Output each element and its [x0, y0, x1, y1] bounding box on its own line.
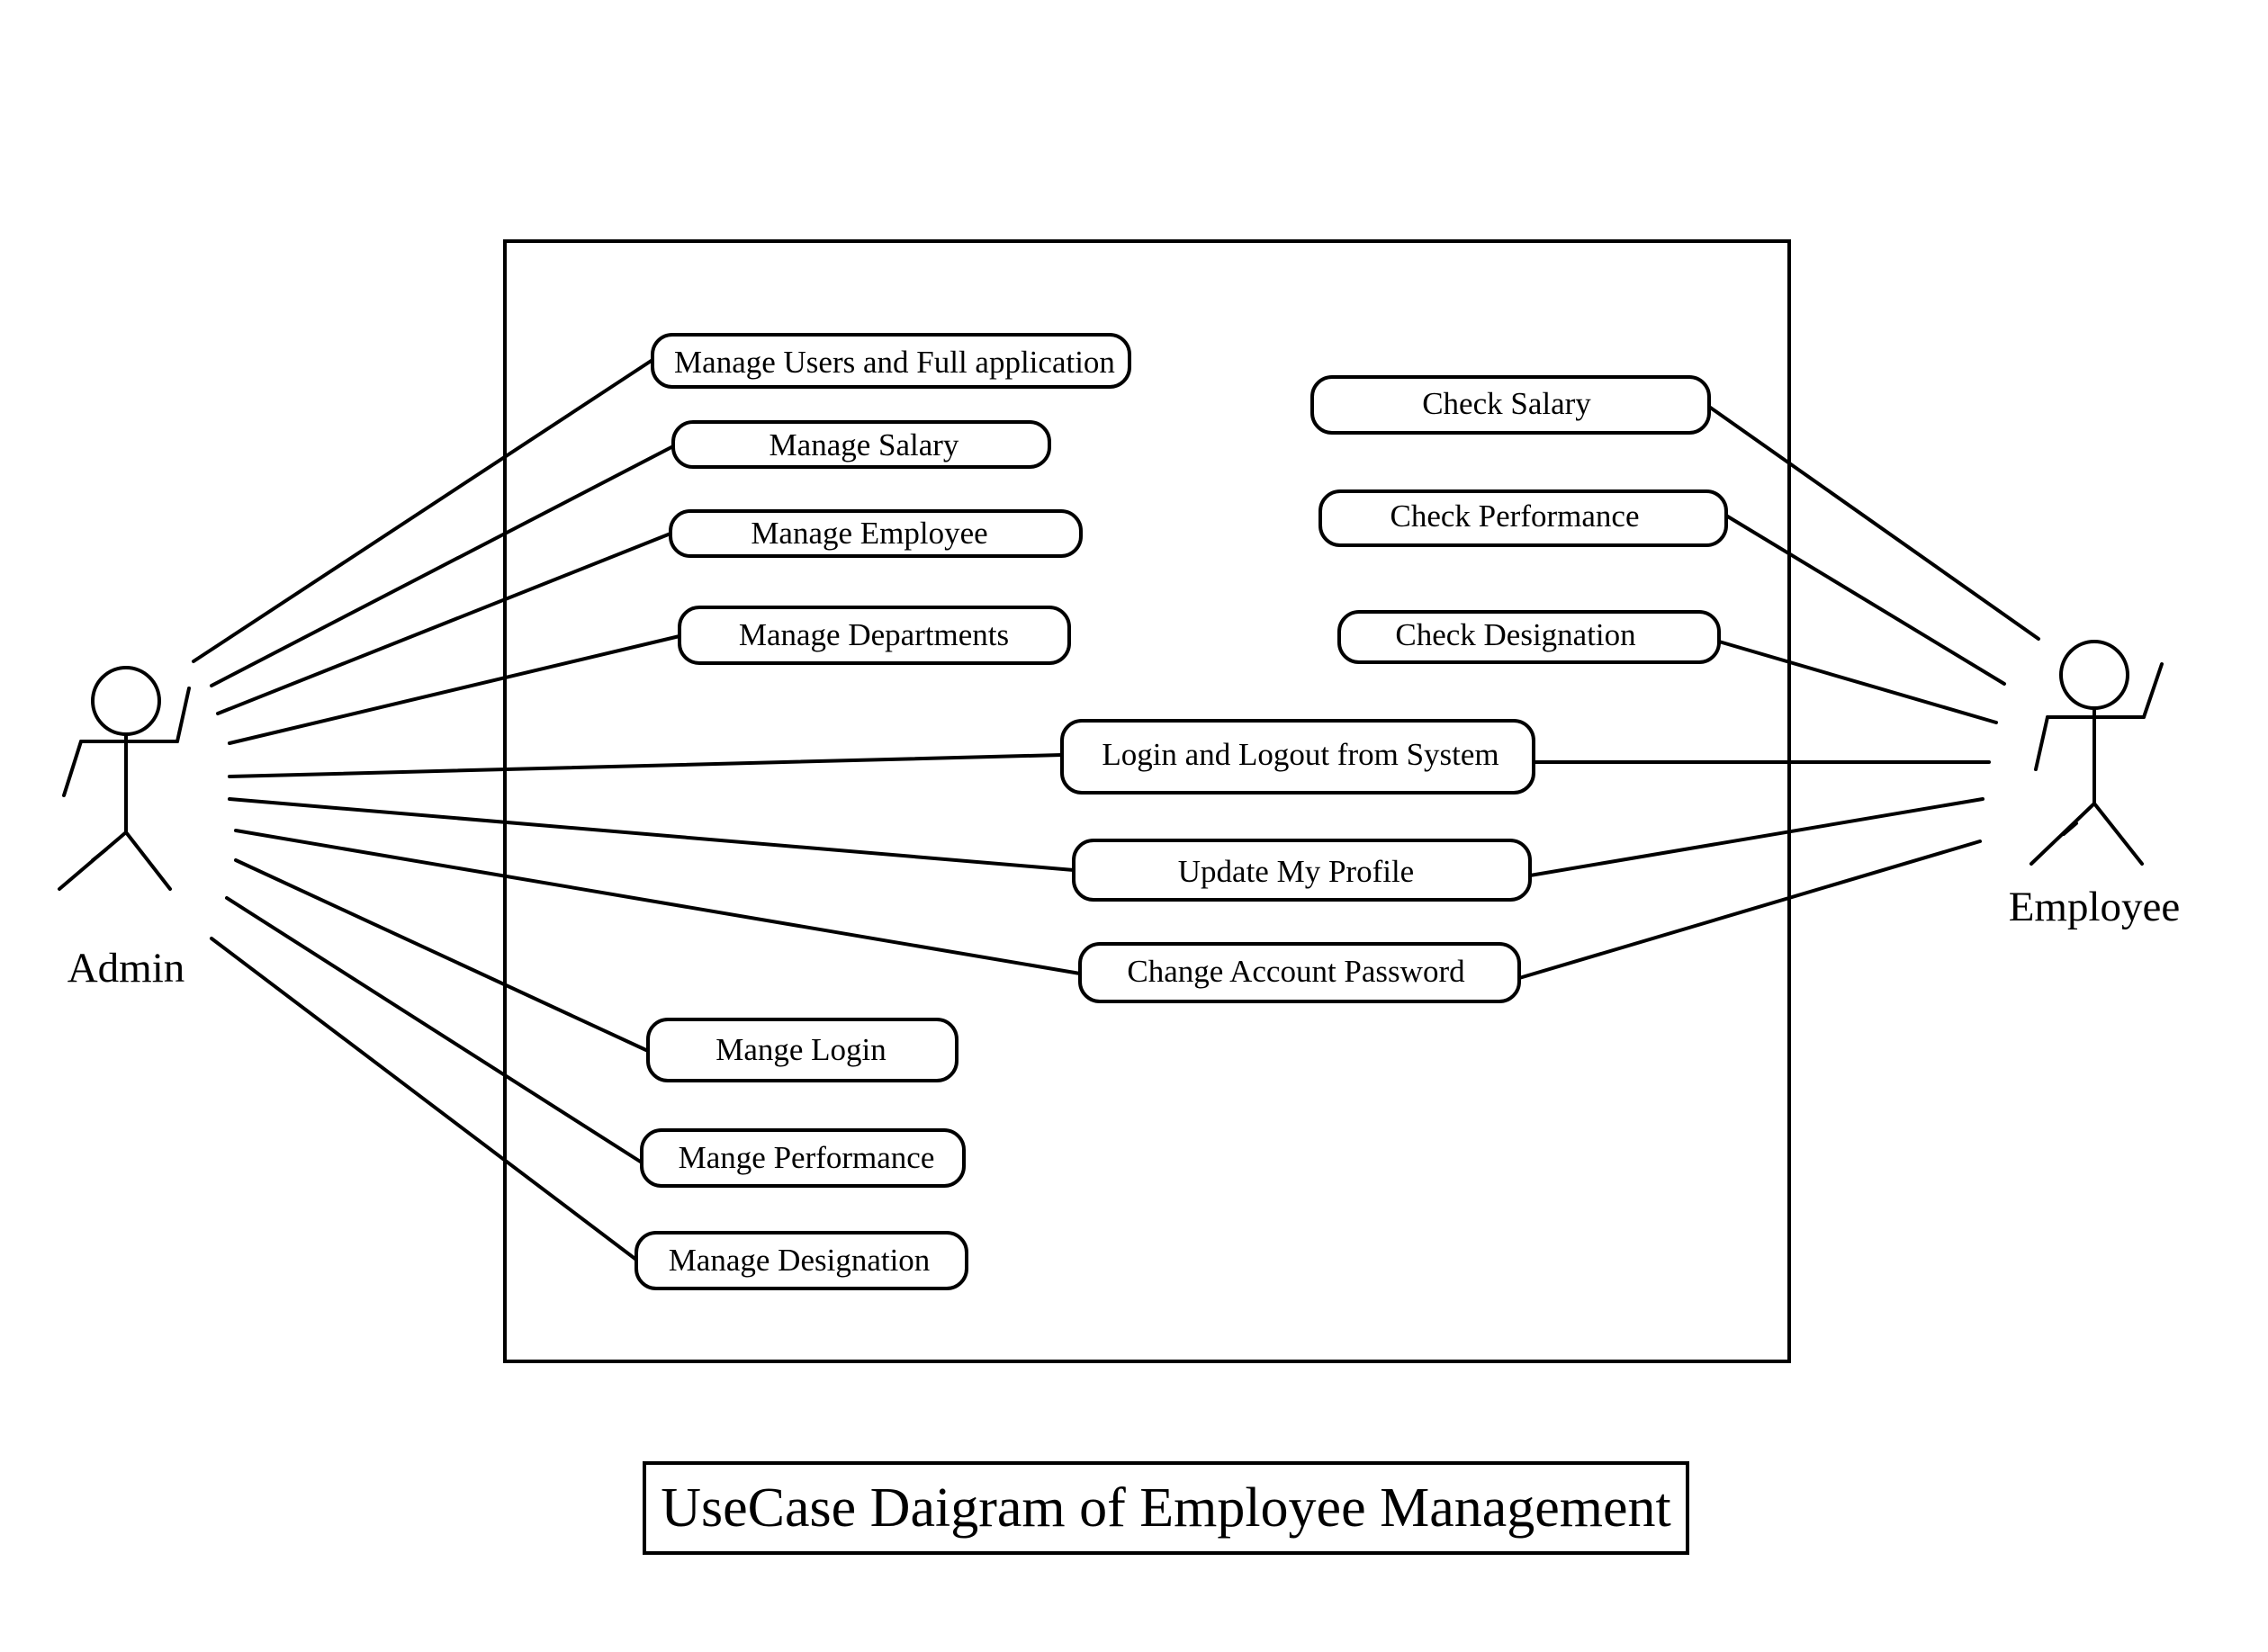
employee-actor-icon [2030, 640, 2164, 866]
association-lines [192, 358, 2040, 1261]
use-case-login-logout[interactable]: Login and Logout from System [1060, 719, 1535, 795]
association-line [234, 858, 650, 1053]
use-case-update-profile[interactable]: Update My Profile [1072, 839, 1532, 902]
use-case-label: Manage Salary [770, 427, 959, 462]
association-line [1517, 839, 1982, 980]
use-case-label: Mange Performance [679, 1140, 935, 1175]
association-line [1717, 640, 1998, 724]
association-line [192, 358, 654, 663]
use-case-manage-employee[interactable]: Manage Employee [669, 509, 1083, 558]
use-case-label: Manage Users and Full application [674, 345, 1115, 380]
use-case-label: Manage Designation [669, 1243, 931, 1278]
use-case-manage-users[interactable]: Manage Users and Full application [651, 333, 1131, 389]
use-case-check-performance[interactable]: Check Performance [1318, 489, 1728, 547]
association-line [228, 797, 1076, 872]
use-case-change-password[interactable]: Change Account Password [1078, 942, 1521, 1003]
system-boundary [503, 239, 1791, 1363]
use-case-label: Check Designation [1395, 617, 1635, 652]
association-line [210, 444, 675, 687]
use-case-label: Manage Departments [739, 617, 1009, 652]
admin-actor-label: Admin [68, 945, 185, 992]
use-case-label: Check Salary [1422, 386, 1591, 421]
use-case-check-designation[interactable]: Check Designation [1337, 610, 1721, 664]
use-case-label: Manage Employee [751, 516, 987, 551]
use-case-mange-login[interactable]: Mange Login [646, 1018, 958, 1082]
diagram-title: UseCase Daigram of Employee Management [643, 1461, 1689, 1555]
use-case-manage-salary[interactable]: Manage Salary [671, 420, 1051, 469]
use-case-label: Mange Login [716, 1032, 886, 1067]
use-case-check-salary[interactable]: Check Salary [1310, 375, 1711, 435]
use-case-manage-departments[interactable]: Manage Departments [678, 606, 1071, 665]
use-case-label: Check Performance [1390, 498, 1640, 534]
use-case-label: Login and Logout from System [1102, 737, 1498, 772]
admin-actor-icon [58, 666, 191, 891]
use-case-label: Update My Profile [1178, 854, 1414, 889]
association-line [228, 753, 1064, 778]
association-line [216, 532, 672, 715]
use-case-label: Change Account Password [1127, 954, 1465, 989]
association-line [228, 634, 681, 745]
employee-actor-label: Employee [2009, 884, 2181, 930]
association-line [234, 829, 1082, 975]
use-case-mange-performance[interactable]: Mange Performance [640, 1128, 966, 1188]
association-line [1724, 514, 2006, 686]
association-line [1528, 797, 1984, 877]
association-line [225, 896, 644, 1164]
association-line [210, 937, 638, 1261]
use-case-manage-designation[interactable]: Manage Designation [634, 1231, 968, 1290]
association-line [1707, 405, 2040, 641]
